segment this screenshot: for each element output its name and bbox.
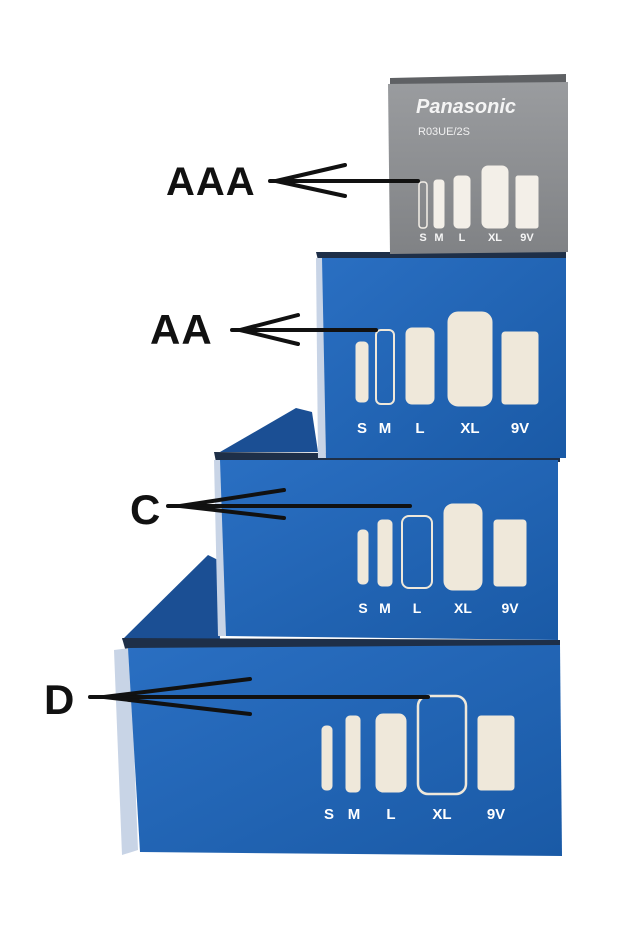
- label-aaa: AAA: [166, 160, 256, 204]
- label-d: D: [44, 676, 76, 723]
- caption-l: L: [458, 232, 466, 244]
- caption-xl: XL: [432, 806, 452, 823]
- model-number: R03UE/2S: [418, 126, 470, 138]
- aa-box-battery-icons: [355, 311, 539, 407]
- aaa-box-battery-icons: [418, 165, 539, 229]
- caption-l: L: [386, 806, 396, 823]
- caption-9v: 9V: [501, 600, 519, 616]
- arrow-d: [88, 677, 430, 716]
- caption-l: L: [415, 420, 425, 437]
- caption-xl: XL: [454, 600, 472, 616]
- d-box-battery-icons: [321, 694, 515, 796]
- arrow-c: [166, 488, 412, 520]
- caption-s: S: [419, 232, 427, 244]
- label-c: C: [130, 486, 162, 533]
- caption-xl: XL: [460, 420, 480, 437]
- caption-s: S: [356, 420, 367, 437]
- brand-logo-text: Panasonic: [416, 96, 517, 118]
- caption-xl: XL: [487, 232, 503, 244]
- c-box-battery-icons: [357, 503, 527, 591]
- caption-9v: 9V: [520, 232, 534, 244]
- caption-s: S: [358, 600, 368, 616]
- box-aa: [316, 252, 566, 458]
- caption-9v: 9V: [510, 420, 530, 437]
- caption-m: M: [378, 420, 392, 437]
- caption-m: M: [379, 600, 391, 616]
- arrow-aa: [230, 313, 378, 346]
- caption-9v: 9V: [486, 806, 506, 823]
- arrow-aaa: [268, 163, 420, 198]
- label-aa: AA: [150, 306, 213, 353]
- caption-s: S: [323, 806, 334, 823]
- caption-m: M: [434, 232, 444, 244]
- caption-m: M: [347, 806, 361, 823]
- caption-l: L: [412, 600, 422, 616]
